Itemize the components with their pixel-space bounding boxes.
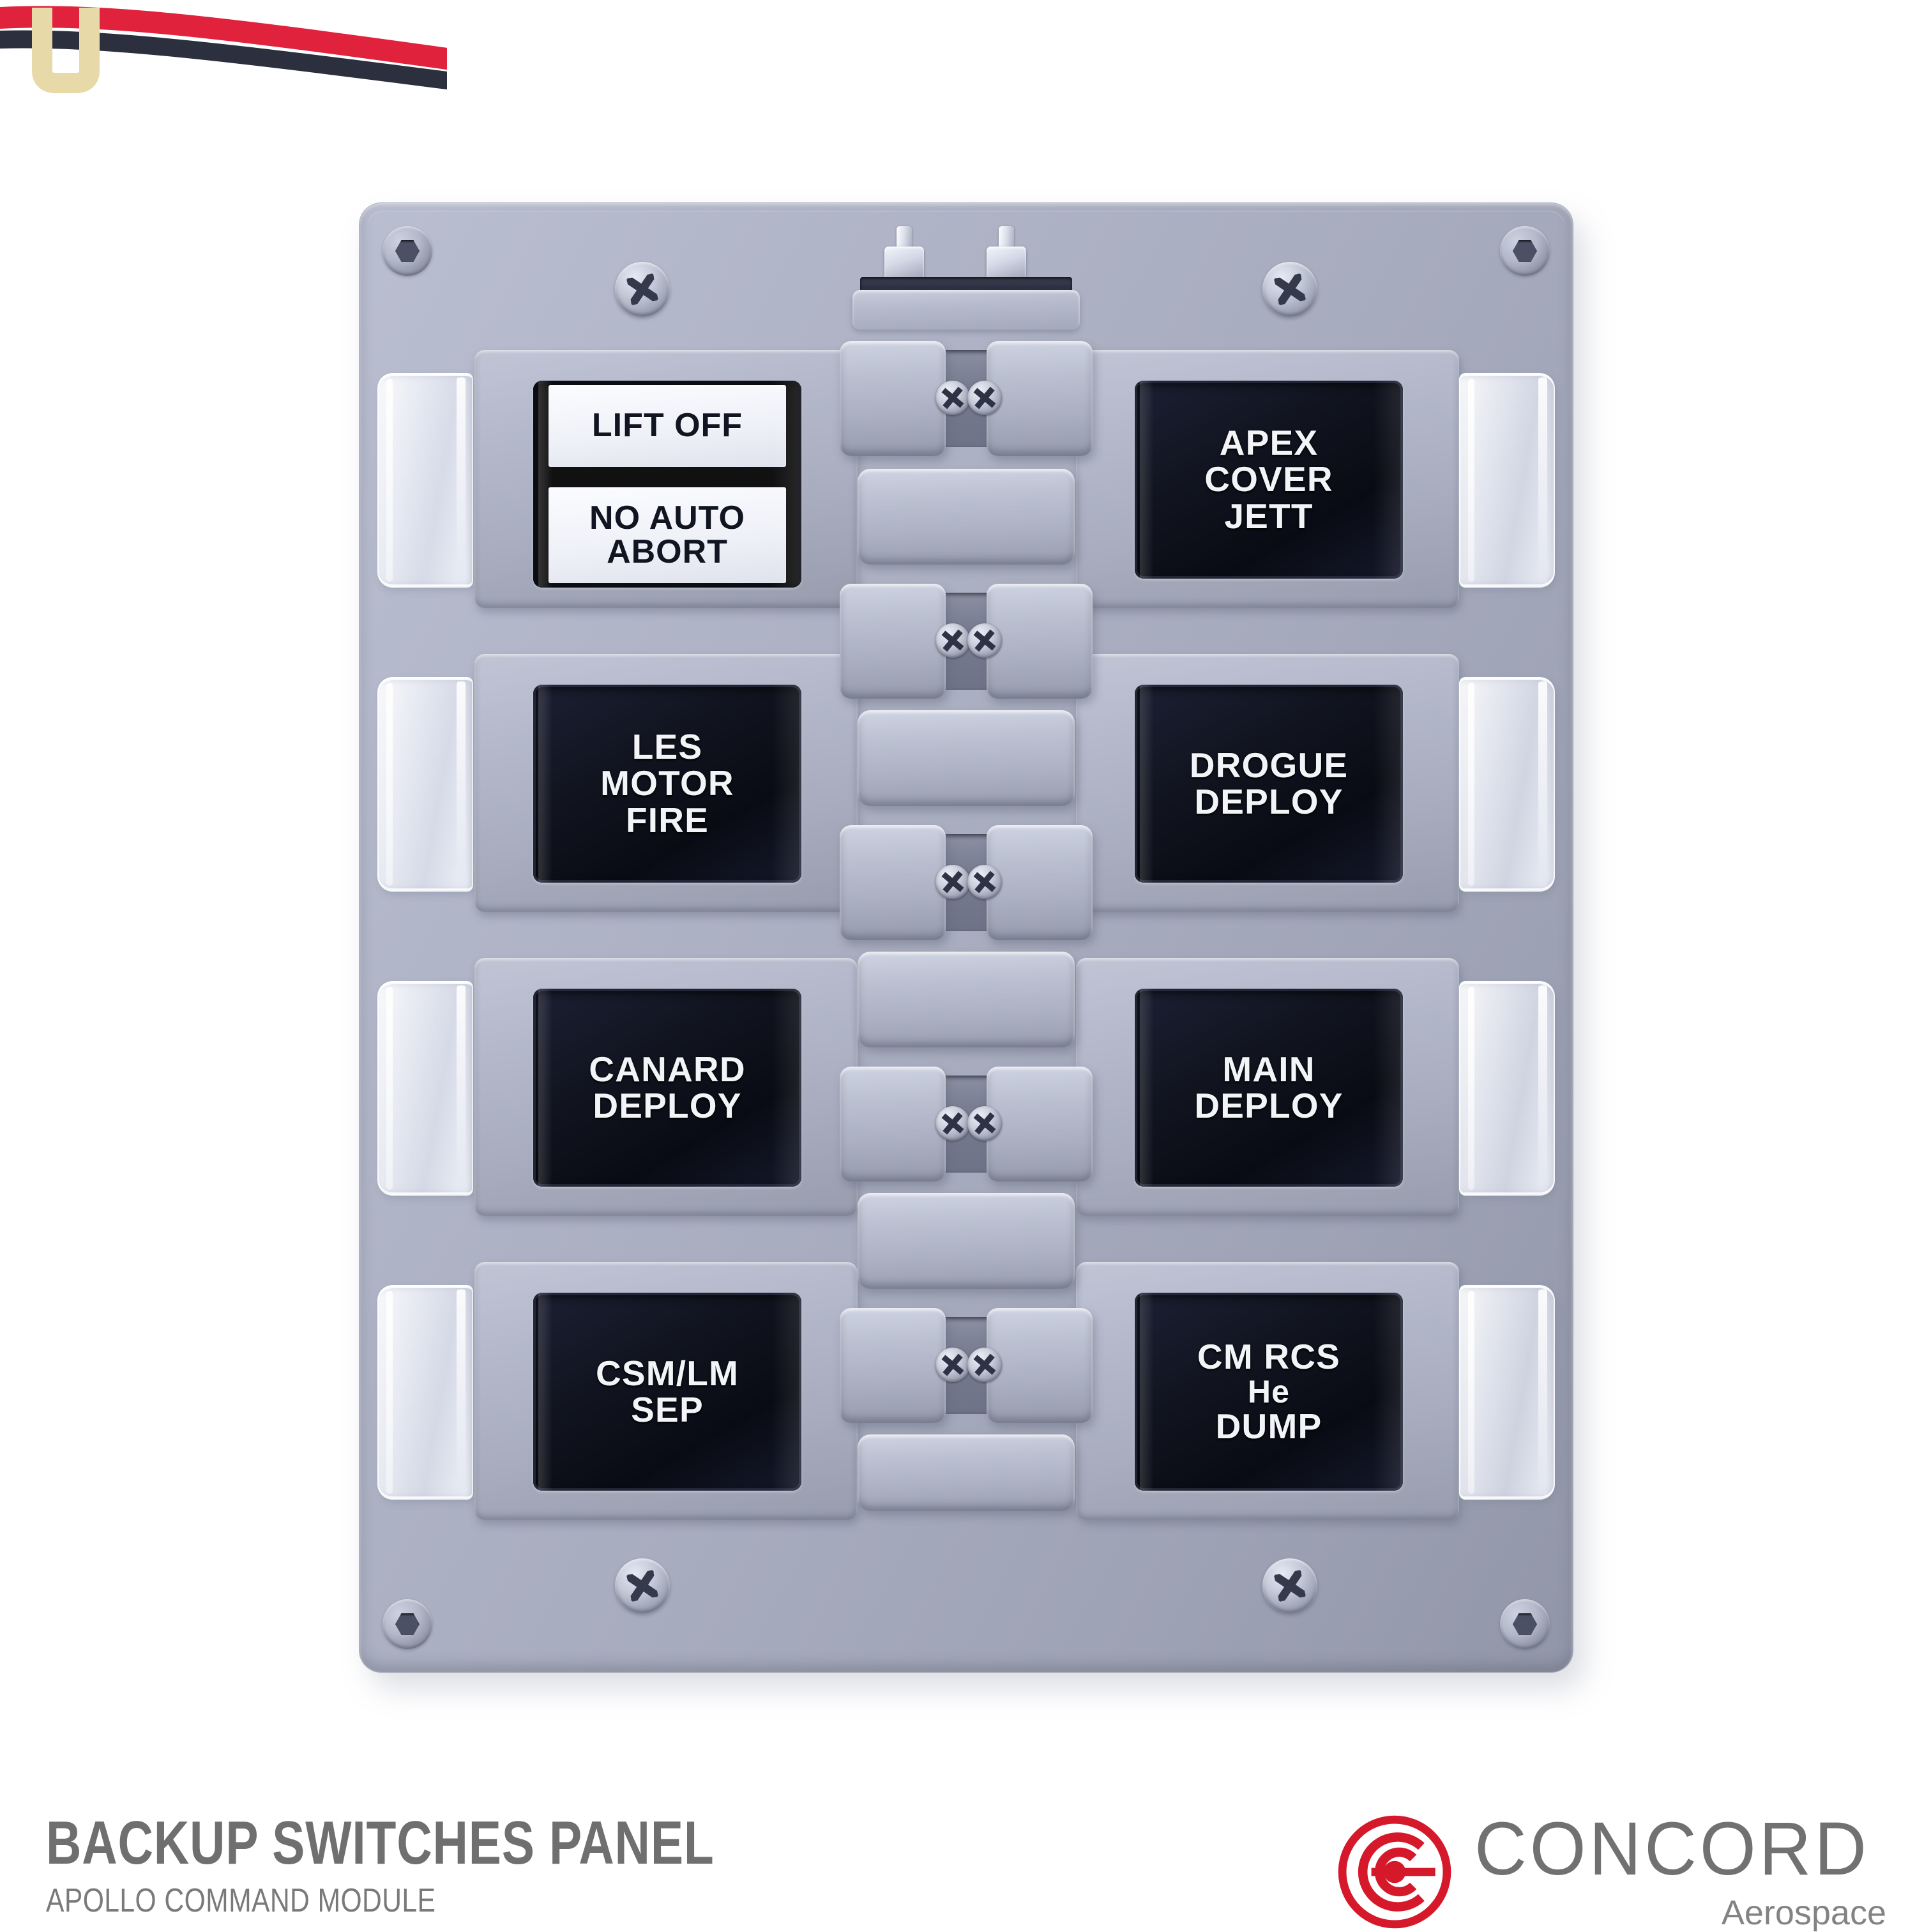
- indicator-main-deploy[interactable]: MAIN DEPLOY: [1135, 989, 1403, 1187]
- label-lift-off: LIFT OFF: [591, 407, 743, 445]
- interlock-bar-3[interactable]: [858, 952, 1075, 1047]
- switch-guard-row4-right[interactable]: [1459, 1285, 1555, 1500]
- switch-bezel-main-deploy[interactable]: MAIN DEPLOY: [1076, 958, 1459, 1216]
- center-guard-column: [840, 226, 1093, 1650]
- indicator-csm-lm-sep[interactable]: CSM/LM SEP: [533, 1293, 801, 1491]
- concentric-c-target-icon: [1338, 1815, 1451, 1929]
- interlock-screw-5a[interactable]: [935, 1348, 970, 1382]
- indicator-les-motor-fire[interactable]: LES MOTOR FIRE: [533, 685, 801, 883]
- logo-tagline: Aerospace: [1721, 1894, 1886, 1932]
- indicator-segment-lift-off: LIFT OFF: [549, 385, 786, 467]
- label-cm-rcs: CM RCS: [1197, 1336, 1341, 1376]
- caption-title: BACKUP SWITCHES PANEL: [46, 1809, 715, 1877]
- interlock-screw-3a[interactable]: [935, 865, 970, 899]
- switch-bezel-csm-lm-sep[interactable]: CSM/LM SEP: [474, 1262, 858, 1520]
- interlock-bar-5[interactable]: [858, 1434, 1075, 1511]
- label-csm-lm: CSM/LM: [595, 1353, 739, 1393]
- caption-subtitle: APOLLO COMMAND MODULE: [46, 1882, 436, 1919]
- label-les: LES: [632, 727, 703, 767]
- label-canard: CANARD: [589, 1049, 746, 1089]
- interlock-bar-2[interactable]: [858, 710, 1075, 806]
- interlock-screw-5b[interactable]: [967, 1348, 1002, 1382]
- switch-bezel-canard-deploy[interactable]: CANARD DEPLOY: [474, 958, 858, 1216]
- interlock-screw-4a[interactable]: [935, 1106, 970, 1141]
- label-drogue: DROGUE: [1189, 745, 1349, 785]
- label-deploy: DEPLOY: [1194, 1086, 1344, 1125]
- label-apex: APEX: [1219, 423, 1319, 463]
- indicator-drogue-deploy[interactable]: DROGUE DEPLOY: [1135, 685, 1403, 883]
- switch-guard-row3-right[interactable]: [1459, 981, 1555, 1196]
- switch-guard-row1-right[interactable]: [1459, 373, 1555, 588]
- label-motor: MOTOR: [600, 763, 734, 803]
- interlock-pair-2[interactable]: [840, 584, 1093, 699]
- edge-phillips-screw-top-left[interactable]: [615, 262, 670, 317]
- interlock-screw-2a[interactable]: [935, 623, 970, 658]
- switch-guard-row3-left[interactable]: [377, 981, 473, 1196]
- interlock-bar-1[interactable]: [858, 469, 1075, 565]
- interlock-screw-2b[interactable]: [967, 623, 1002, 658]
- brand-logo: CONCORD Aerospace: [1337, 1811, 1886, 1930]
- edge-phillips-screw-bottom-left[interactable]: [615, 1558, 670, 1613]
- indicator-cm-rcs-he-dump[interactable]: CM RCS He DUMP: [1135, 1293, 1403, 1491]
- wire-clip: [32, 8, 100, 93]
- interlock-pair-5[interactable]: [840, 1308, 1093, 1423]
- terminal-post-right[interactable]: [987, 226, 1026, 285]
- switch-guard-row1-left[interactable]: [377, 373, 473, 588]
- label-he: He: [1247, 1374, 1291, 1410]
- indicator-apex-cover-jett[interactable]: APEX COVER JETT: [1135, 381, 1403, 579]
- switch-guard-row2-left[interactable]: [377, 677, 473, 892]
- corner-hex-screw-top-right[interactable]: [1500, 226, 1550, 276]
- label-fire: FIRE: [625, 800, 709, 840]
- interlock-screw-1a[interactable]: [935, 381, 970, 415]
- interlock-pair-4[interactable]: [840, 1067, 1093, 1182]
- corner-hex-screw-top-left[interactable]: [382, 226, 432, 276]
- label-deploy: DEPLOY: [593, 1086, 742, 1125]
- switch-row-2: LES MOTOR FIRE DROGUE DEPLOY: [360, 654, 1573, 954]
- edge-phillips-screw-bottom-right[interactable]: [1262, 1558, 1317, 1613]
- caption: BACKUP SWITCHES PANEL APOLLO COMMAND MOD…: [46, 1809, 1004, 1919]
- switch-bezel-drogue-deploy[interactable]: DROGUE DEPLOY: [1076, 654, 1459, 912]
- switch-bezel-apex-cover-jett[interactable]: APEX COVER JETT: [1076, 350, 1459, 608]
- interlock-screw-4b[interactable]: [967, 1106, 1002, 1141]
- label-main: MAIN: [1222, 1049, 1315, 1089]
- logo-wordmark: CONCORD: [1474, 1807, 1870, 1891]
- edge-phillips-screw-top-right[interactable]: [1262, 262, 1317, 317]
- switch-guard-row2-right[interactable]: [1459, 677, 1555, 892]
- interlock-bar-4[interactable]: [858, 1193, 1075, 1289]
- corner-hex-screw-bottom-left[interactable]: [382, 1599, 432, 1649]
- switch-bezel-cm-rcs-he-dump[interactable]: CM RCS He DUMP: [1076, 1262, 1459, 1520]
- indicator-canard-deploy[interactable]: CANARD DEPLOY: [533, 989, 801, 1187]
- interlock-pair-1[interactable]: [840, 341, 1093, 456]
- interlock-screw-3b[interactable]: [967, 865, 1002, 899]
- label-sep: SEP: [631, 1390, 704, 1429]
- interlock-screw-1b[interactable]: [967, 381, 1002, 415]
- corner-hex-screw-bottom-right[interactable]: [1500, 1599, 1550, 1649]
- terminal-mount-bar: [852, 290, 1080, 330]
- label-deploy: DEPLOY: [1194, 782, 1344, 821]
- switch-row-3: CANARD DEPLOY MAIN DEPLOY: [360, 958, 1573, 1258]
- switch-bezel-les-motor-fire[interactable]: LES MOTOR FIRE: [474, 654, 858, 912]
- label-cover: COVER: [1204, 459, 1333, 499]
- switch-guard-row4-left[interactable]: [377, 1285, 473, 1500]
- interlock-pair-3[interactable]: [840, 825, 1093, 940]
- label-dump: DUMP: [1215, 1406, 1322, 1446]
- label-jett: JETT: [1224, 496, 1314, 536]
- terminal-post-left[interactable]: [884, 226, 924, 285]
- switch-row-4: CSM/LM SEP CM RCS He DUMP: [360, 1262, 1573, 1562]
- wire-harness: [0, 6, 447, 93]
